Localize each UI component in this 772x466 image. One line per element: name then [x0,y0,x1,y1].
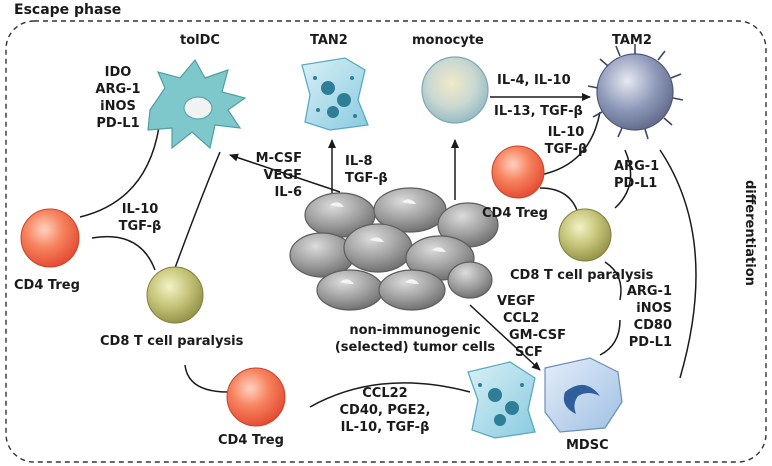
escape-phase-frame [5,20,767,463]
tumor-to-mdsc-factors: VEGF CCL2 GM-CSF SCF [497,293,566,361]
factor-vegf: VEGF [263,168,303,183]
tam2-label: TAM2 [612,33,652,48]
mdsc-to-markers-line [599,319,621,356]
cd4-treg-bottom-cell [226,367,286,427]
cd4-treg-right-label: CD4 Treg [482,206,548,221]
monocyte-to-tam2-factor-b: IL-13, TGF-β [494,104,583,119]
cd4-treg-bottom-label: CD4 Treg [218,433,284,448]
tan2-cell [301,57,369,131]
factor-il10-tgfb: IL-10, TGF-β [340,420,430,435]
cd8-left-to-treg-bottom-line [184,364,229,393]
tumor-to-tan2-factors: IL-8 TGF-β [345,153,388,187]
tan2-label: TAN2 [310,33,348,48]
factor-scf: SCF [515,345,543,360]
differentiation-label: differentiation [742,180,757,286]
factor-tgfb: TGF-β [544,142,588,157]
toldc-marker: ARG-1 [95,82,141,97]
differentiation-line [659,149,697,379]
factor-arg1: ARG-1 [614,159,660,174]
tumor-label-line1: non-immunogenic [349,323,481,338]
marker-cd80: CD80 [633,318,672,333]
cd8-right-link-line [604,261,622,301]
treg-left-to-cd8-line [91,235,156,271]
cd8-right-cell [558,208,612,262]
factor-ccl22: CCL22 [362,386,408,401]
treg-left-factors: IL-10 TGF-β [110,201,170,235]
tumor-to-mdsc-arrow [469,304,541,371]
marker-arg1: ARG-1 [626,284,672,299]
phase-title: Escape phase [14,2,122,18]
toldc-label: tolDC [180,33,220,48]
cd8-left-cell [146,266,204,324]
factor-pdl1: PD-L1 [614,176,658,191]
tumor-to-toldc-factors: M-CSF VEGF IL-6 [232,150,302,201]
treg-right-to-tam2-factors: IL-10 TGF-β [536,124,596,158]
treg-right-to-tam2-line [539,111,601,176]
toldc-markers: IDO ARG-1 iNOS PD-L1 [88,64,148,132]
tumor-cluster [289,187,499,311]
factor-il8: IL-8 [345,154,373,169]
tam2-to-cd8-line [614,149,632,209]
monocyte-label: monocyte [412,33,484,48]
monocyte-cell [421,56,489,124]
tan-bottom-cell [467,361,536,439]
mdsc-markers: ARG-1 iNOS CD80 PD-L1 [612,283,672,351]
monocyte-to-tam2-factor-a: IL-4, IL-10 [497,73,571,88]
factor-cd40-pge2: CD40, PGE2, [339,403,431,418]
mdsc-cell [544,357,623,433]
tam2-cell [587,44,684,140]
factor-vegf: VEGF [497,294,536,309]
factor-il6: IL-6 [274,185,302,200]
tumor-to-toldc-arrow [229,153,341,193]
marker-inos: iNOS [636,301,672,316]
factor-mcsf: M-CSF [255,151,302,166]
treg-left-to-toldc-line [79,119,161,218]
factor-gmcsf: GM-CSF [509,328,567,343]
factor-tgfb: TGF-β [118,219,162,234]
marker-pdl1: PD-L1 [628,335,672,350]
cd8-left-to-toldc-line [174,151,221,269]
toldc-marker: iNOS [100,99,136,114]
factor-il10: IL-10 [547,125,585,140]
tumor-label: non-immunogenic (selected) tumor cells [325,322,505,356]
cd4-treg-left-cell [20,208,80,268]
mdsc-label: MDSC [566,438,609,453]
cd4-treg-left-label: CD4 Treg [14,278,80,293]
toldc-marker: PD-L1 [96,116,140,131]
toldc-marker: IDO [104,65,132,80]
tam2-to-cd8-factors: ARG-1 PD-L1 [614,158,659,192]
factor-tgfb: TGF-β [345,171,388,186]
factor-ccl2: CCL2 [503,311,540,326]
arrows [229,93,591,371]
mdsc-to-treg-factors: CCL22 CD40, PGE2, IL-10, TGF-β [325,385,445,436]
treg-bottom-to-mdsc-line [309,382,471,408]
tumor-label-line2: (selected) tumor cells [334,340,496,355]
cd8-left-label: CD8 T cell paralysis [100,334,244,349]
tumor-highlights [330,199,446,284]
connectors [79,111,697,408]
factor-il10: IL-10 [121,202,159,217]
cd8-right-label: CD8 T cell paralysis [510,268,654,283]
cd4-treg-right-cell [491,145,545,199]
toldc-cell [147,58,247,150]
